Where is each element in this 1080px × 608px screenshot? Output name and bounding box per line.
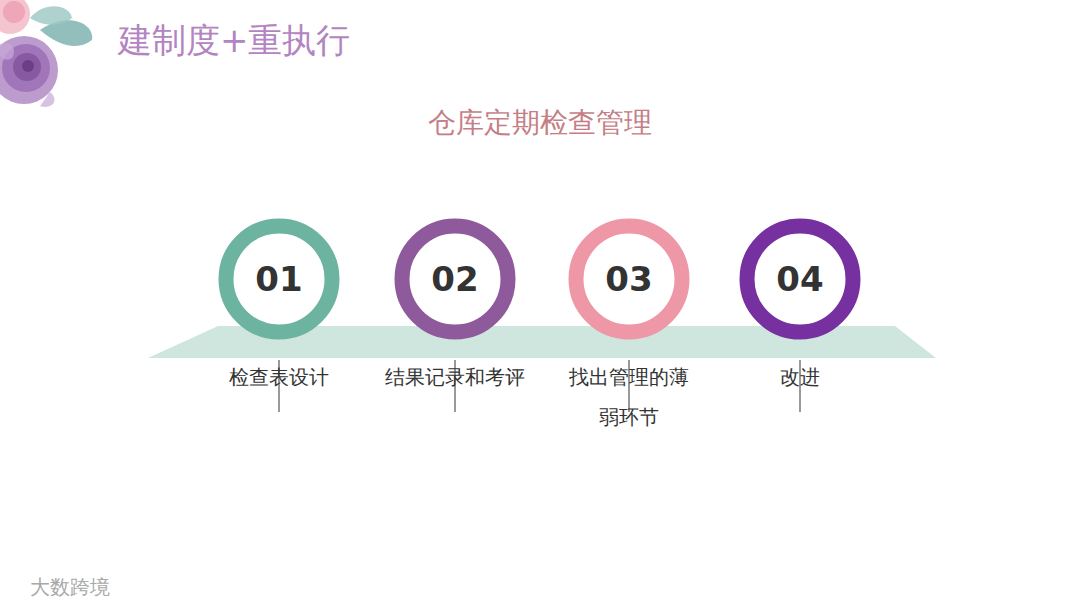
flower-decoration (0, 0, 92, 107)
step-circle: 01检查表设计 (218, 218, 340, 340)
step-circle: 02结果记录和考评 (394, 218, 516, 340)
step-label: 检查表设计 (204, 357, 354, 397)
watermark: 大数跨境 (30, 574, 110, 601)
step-label: 结果记录和考评 (380, 357, 530, 397)
step-number: 04 (739, 218, 861, 340)
slide-subtitle: 仓库定期检查管理 (428, 104, 652, 142)
slide-title: 建制度+重执行 (118, 18, 351, 64)
step-circle: 03找出管理的薄弱环节 (568, 218, 690, 340)
step-number: 01 (218, 218, 340, 340)
step-circle: 04改进 (739, 218, 861, 340)
leader-lines (279, 360, 800, 412)
step-label: 找出管理的薄弱环节 (566, 357, 692, 437)
step-number: 03 (568, 218, 690, 340)
step-number: 02 (394, 218, 516, 340)
step-label: 改进 (725, 357, 875, 397)
